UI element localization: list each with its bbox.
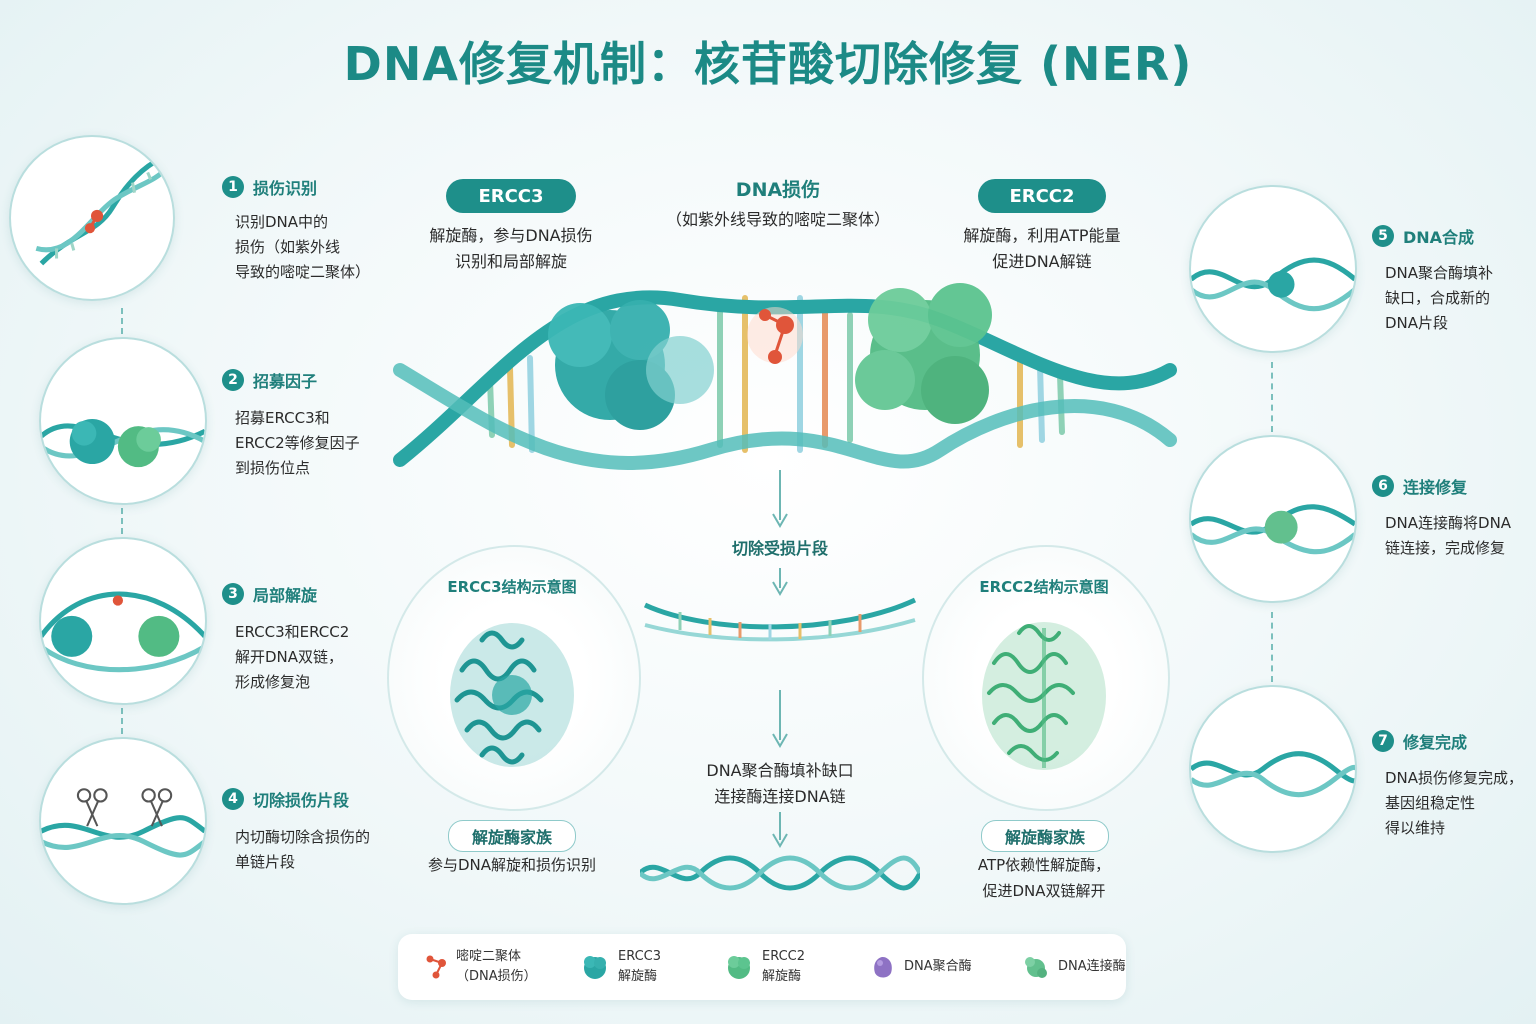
step-5-thumbnail <box>1189 185 1357 353</box>
excision-label: 切除受损片段 <box>731 539 828 558</box>
damage-title: DNA损伤 <box>735 179 821 201</box>
page-title: DNA修复机制：核苷酸切除修复 (NER) <box>343 37 1193 91</box>
dimer-icon <box>426 955 446 979</box>
damage-description: （如紫外线导致的嘧啶二聚体） <box>665 210 890 229</box>
dimer-icon <box>747 307 803 364</box>
step-6-thumbnail <box>1189 435 1357 603</box>
ercc3-family-description: 参与DNA解旋和损伤识别 <box>427 856 597 874</box>
arrow-down-icon <box>772 568 788 596</box>
legend-item-ligase: DNA连接酶 <box>1022 934 1126 1000</box>
ercc2-family-pill: 解旋酶家族 <box>981 820 1109 852</box>
legend-item-dimer: 嘧啶二聚体 （DNA损伤） <box>424 934 537 1000</box>
scissors-icon <box>76 788 173 827</box>
ercc2-family-description: ATP依赖性解旋酶， 促进DNA双链解开 <box>977 856 1111 900</box>
connector-6-7 <box>1271 612 1273 682</box>
main-dna-illustration <box>393 283 1177 470</box>
ercc3-structure-title: ERCC3结构示意图 <box>447 578 577 596</box>
dimer-icon <box>84 209 104 234</box>
repaired-dna <box>640 855 920 891</box>
step-2-description: 招募ERCC3和 ERCC2等修复因子 到损伤位点 <box>235 409 360 477</box>
step-1-description: 识别DNA中的 损伤（如紫外线 导致的嘧啶二聚体） <box>235 213 371 281</box>
connector-2-3 <box>121 508 123 544</box>
legend: 嘧啶二聚体 （DNA损伤） ERCC3 解旋酶 ERCC2 解旋酶 DNA聚合酶… <box>398 934 1126 1000</box>
polymerase-icon <box>874 957 892 978</box>
connector-5-6 <box>1271 362 1273 432</box>
step-7-description: DNA损伤修复完成， 基因组稳定性 得以维持 <box>1385 769 1524 837</box>
ligase-icon <box>1025 957 1047 978</box>
legend-item-polymerase: DNA聚合酶 <box>870 934 972 1000</box>
step-7-thumbnail <box>1189 685 1357 853</box>
legend-item-ercc2: ERCC2 解旋酶 <box>724 934 805 1000</box>
arrow-down-icon <box>772 812 788 848</box>
ercc3-protein <box>548 300 714 430</box>
step-3-description: ERCC3和ERCC2 解开DNA双链， 形成修复泡 <box>235 623 350 691</box>
step-1-thumbnail <box>9 135 175 301</box>
ercc3-description: 解旋酶，参与DNA损伤 识别和局部解旋 <box>429 226 593 271</box>
arrow-down-icon <box>772 470 788 528</box>
ercc2-protein <box>855 283 992 424</box>
excised-dna-segment <box>643 597 917 642</box>
ercc3-icon <box>584 956 606 979</box>
ercc2-label-pill: ERCC2 <box>978 179 1106 213</box>
legend-item-ercc3: ERCC3 解旋酶 <box>580 934 661 1000</box>
ercc2-description: 解旋酶，利用ATP能量 促进DNA解链 <box>963 226 1121 271</box>
ercc2-icon <box>728 956 750 979</box>
step-3-thumbnail <box>39 537 207 705</box>
connector-3-4 <box>121 708 123 744</box>
connector-1-2 <box>121 308 123 344</box>
ercc3-structure-icon <box>450 623 574 767</box>
ercc3-label-pill: ERCC3 <box>446 179 576 213</box>
arrow-down-icon <box>772 690 788 748</box>
step-2-thumbnail <box>39 337 207 505</box>
step-5-description: DNA聚合酶填补 缺口，合成新的 DNA片段 <box>1385 264 1494 332</box>
ercc2-structure-icon <box>982 622 1106 770</box>
step-6-description: DNA连接酶将DNA 链连接，完成修复 <box>1385 514 1512 557</box>
step-4-thumbnail <box>39 737 207 905</box>
fill-and-ligate-label: DNA聚合酶填补缺口 连接酶连接DNA链 <box>706 761 854 806</box>
step-4-description: 内切酶切除含损伤的 单链片段 <box>235 828 371 871</box>
ercc2-structure-title: ERCC2结构示意图 <box>979 578 1109 596</box>
ercc3-family-pill: 解旋酶家族 <box>448 820 576 852</box>
